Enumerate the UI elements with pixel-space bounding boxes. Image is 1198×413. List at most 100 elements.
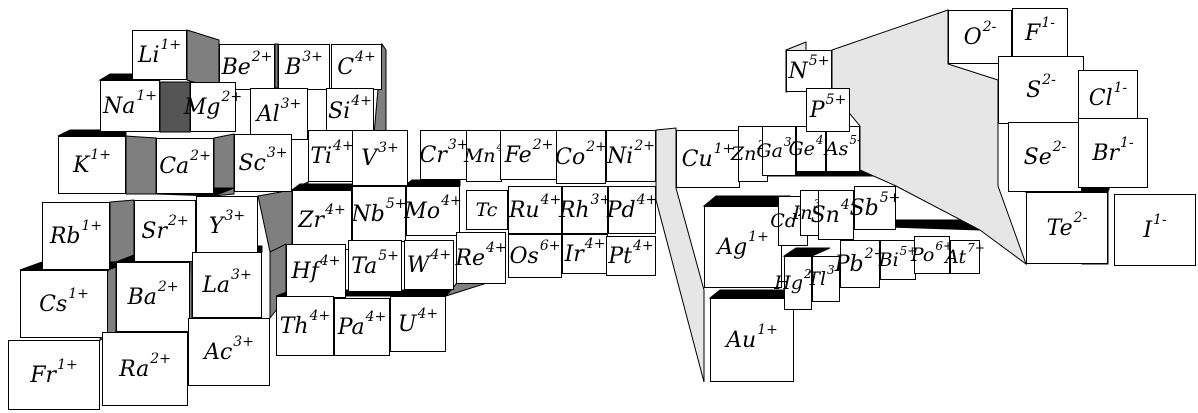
ion-symbol: Co [555, 144, 586, 170]
ion-charge: 6+ [935, 239, 954, 253]
ion-symbol: Te [1046, 215, 1073, 241]
ion-symbol: Th [279, 313, 309, 339]
ion-charge: 2- [1073, 210, 1088, 226]
ion-symbol: Pb [834, 251, 864, 277]
ion-symbol: Y [208, 213, 224, 239]
ion-symbol: Li [137, 42, 160, 68]
ion-charge: 2+ [167, 213, 189, 229]
ion-charge: 3+ [280, 96, 302, 112]
ion-symbol: W [406, 252, 430, 278]
ion-charge: 4+ [355, 49, 376, 65]
ion-symbol: F [1025, 20, 1041, 46]
ion-symbol: Rh [558, 197, 590, 223]
ion-symbol: Tc [475, 199, 498, 221]
ion-symbol: Ba [127, 284, 157, 310]
ion-symbol: Hg [774, 272, 804, 294]
ion-symbol: Tl [807, 268, 827, 290]
ion-charge: 2- [1042, 72, 1056, 88]
ion-charge: 1- [1041, 15, 1055, 31]
ion-charge: 4+ [365, 309, 387, 325]
ion-charge: 1+ [136, 88, 157, 104]
ion-symbol: Cr [419, 142, 447, 168]
ion-charge: 1+ [757, 322, 778, 338]
ion-symbol: Rb [49, 223, 81, 249]
ion-charge: 2+ [157, 279, 179, 295]
ion-symbol: P [809, 97, 825, 123]
ion-symbol: At [945, 246, 967, 268]
ion-symbol: Re [455, 245, 485, 271]
ion-charge: 7+ [967, 241, 985, 255]
ion-symbol: U [397, 311, 417, 337]
ion-symbol: Na [102, 93, 136, 119]
ion-symbol: Pt [608, 243, 632, 269]
ion-charge: 4+ [417, 306, 439, 322]
ion-symbol: Sn [810, 202, 840, 228]
ion-symbol: Sb [849, 195, 879, 221]
ion-symbol: Pa [337, 314, 365, 340]
ion-charge: 2+ [221, 89, 243, 105]
ion-charge: 1- [1113, 80, 1128, 96]
side-face [186, 29, 220, 91]
ion-symbol: V [361, 145, 378, 171]
ion-charge: 4+ [351, 93, 372, 109]
ion-symbol: Os [509, 243, 539, 269]
ion-charge: 2+ [251, 49, 273, 65]
ion-charge: 1+ [90, 147, 112, 163]
ion-charge: 1- [1153, 212, 1167, 228]
ion-charge: 5+ [808, 53, 830, 69]
side-face [159, 81, 191, 133]
ion-charge: 5+ [385, 196, 407, 212]
ion-charge: 5+ [378, 248, 399, 264]
ion-charge: 4+ [319, 253, 341, 269]
ion-symbol: Ir [564, 241, 584, 267]
ion-symbol: Ta [351, 253, 378, 279]
ion-charge: 2+ [634, 138, 655, 154]
ion-symbol: Cs [39, 291, 68, 317]
ion-charge: 1+ [748, 229, 769, 245]
ion-charge: 1+ [160, 37, 182, 53]
ion-symbol: Mn [463, 145, 496, 167]
ion-charge: 3+ [224, 208, 246, 224]
ion-charge: 3+ [302, 49, 323, 65]
ion-symbol: Ge [788, 138, 815, 160]
ion-symbol: In [792, 202, 813, 224]
ion-symbol: Zn [730, 143, 757, 165]
ion-charge: 4+ [441, 193, 462, 209]
ion-charge: 1+ [68, 286, 89, 302]
ion-symbol: Si [328, 98, 351, 124]
